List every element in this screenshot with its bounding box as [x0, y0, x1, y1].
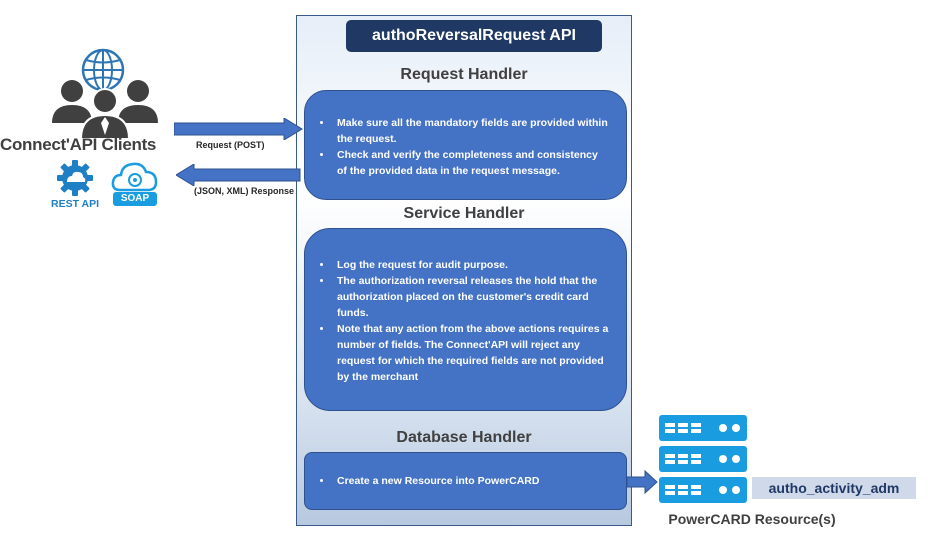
request-label: Request (POST)	[196, 140, 265, 150]
database-handler-title: Database Handler	[396, 429, 532, 446]
service-handler-box: Log the request for audit purpose. The a…	[304, 228, 627, 411]
response-arrow	[176, 164, 301, 186]
request-arrow	[174, 118, 303, 140]
api-title: authoReversalRequest API	[346, 20, 602, 52]
soap-badge: SOAP	[113, 192, 157, 206]
rest-api-label: REST API	[51, 198, 100, 210]
users-group-icon	[52, 80, 158, 139]
request-handler-title: Request Handler	[400, 66, 528, 83]
rest-api-gear-icon	[57, 160, 93, 196]
globe-icon	[81, 48, 125, 92]
service-handler-item: The authorization reversal releases the …	[333, 273, 612, 321]
service-handler-item: Log the request for audit purpose.	[333, 257, 612, 273]
response-label: (JSON, XML) Response	[194, 186, 295, 196]
database-handler-box: Create a new Resource into PowerCARD	[304, 452, 627, 510]
resource-caption: PowerCARD Resource(s)	[668, 511, 836, 527]
server-stack-icon	[659, 415, 747, 503]
soap-cloud-icon	[111, 162, 158, 192]
database-handler-item: Create a new Resource into PowerCARD	[333, 473, 612, 489]
service-handler-title: Service Handler	[403, 205, 525, 222]
resource-name: autho_activity_adm	[752, 477, 916, 499]
clients-label: Connect'API Clients	[0, 135, 157, 154]
service-handler-item: Note that any action from the above acti…	[333, 321, 612, 385]
request-handler-box: Make sure all the mandatory fields are p…	[304, 90, 627, 200]
request-handler-item: Check and verify the completeness and co…	[333, 147, 610, 179]
request-handler-item: Make sure all the mandatory fields are p…	[333, 115, 610, 147]
database-arrow	[627, 470, 658, 494]
